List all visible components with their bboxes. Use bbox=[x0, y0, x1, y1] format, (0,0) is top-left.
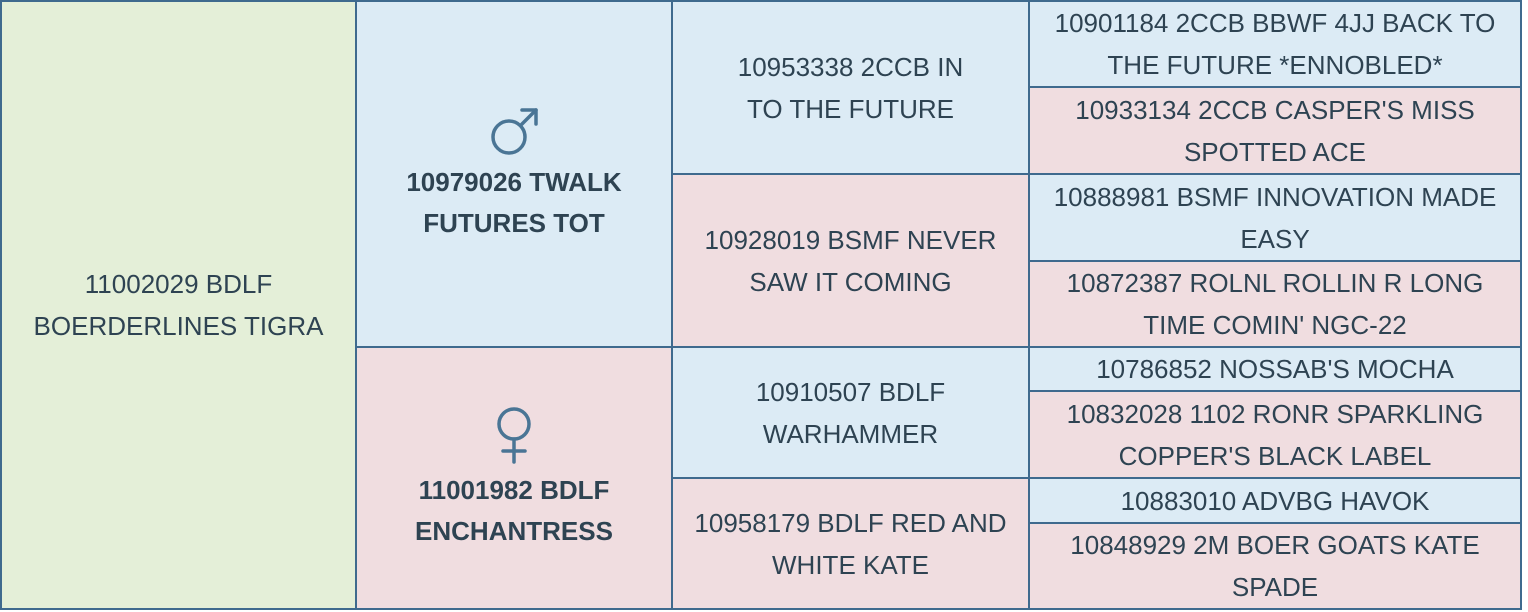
ggp-ds-sire-cell: 10786852 NOSSAB'S MOCHA bbox=[1030, 348, 1520, 392]
ggp-dd-dam-cell: 10848929 2M BOER GOATS KATE SPADE bbox=[1030, 524, 1520, 608]
ggp-sd-dam-name: 10872387 ROLNL ROLLIN R LONG TIME COMIN'… bbox=[1066, 268, 1484, 340]
grandsire-maternal-name: 10910507 BDLF WARHAMMER bbox=[755, 376, 946, 449]
dam-cell: 11001982 BDLF ENCHANTRESS bbox=[357, 348, 673, 608]
male-symbol-icon bbox=[486, 104, 542, 160]
grandsire-paternal-cell: 10953338 2CCB IN TO THE FUTURE bbox=[673, 2, 1030, 175]
granddam-maternal-name: 10958179 BDLF RED AND WHITE KATE bbox=[694, 507, 1007, 580]
grandsire-maternal-cell: 10910507 BDLF WARHAMMER bbox=[673, 348, 1030, 479]
grandsire-paternal-name: 10953338 2CCB IN TO THE FUTURE bbox=[737, 51, 964, 124]
dam-name: 11001982 BDLF ENCHANTRESS bbox=[415, 475, 613, 546]
ggp-sd-sire-cell: 10888981 BSMF INNOVATION MADE EASY bbox=[1030, 175, 1520, 262]
ggp-ds-sire-name: 10786852 NOSSAB'S MOCHA bbox=[1096, 354, 1454, 384]
ggp-ss-dam-name: 10933134 2CCB CASPER'S MISS SPOTTED ACE bbox=[1075, 94, 1475, 167]
ggp-ss-sire-cell: 10901184 2CCB BBWF 4JJ BACK TO THE FUTUR… bbox=[1030, 2, 1520, 88]
ggp-ds-dam-cell: 10832028 1102 RONR SPARKLING COPPER'S BL… bbox=[1030, 392, 1520, 479]
ggp-dd-sire-name: 10883010 ADVBG HAVOK bbox=[1120, 485, 1430, 516]
granddam-maternal-cell: 10958179 BDLF RED AND WHITE KATE bbox=[673, 479, 1030, 608]
ggp-dd-sire-cell: 10883010 ADVBG HAVOK bbox=[1030, 479, 1520, 524]
granddam-paternal-name: 10928019 BSMF NEVER SAW IT COMING bbox=[704, 224, 997, 297]
ggp-ss-dam-cell: 10933134 2CCB CASPER'S MISS SPOTTED ACE bbox=[1030, 88, 1520, 175]
sire-cell: 10979026 TWALK FUTURES TOT bbox=[357, 2, 673, 348]
ggp-ds-dam-name: 10832028 1102 RONR SPARKLING COPPER'S BL… bbox=[1066, 398, 1484, 471]
sire-name: 10979026 TWALK FUTURES TOT bbox=[406, 167, 622, 238]
ggp-dd-dam-name: 10848929 2M BOER GOATS KATE SPADE bbox=[1070, 530, 1480, 602]
female-symbol-icon bbox=[492, 404, 536, 464]
ggp-sd-dam-cell: 10872387 ROLNL ROLLIN R LONG TIME COMIN'… bbox=[1030, 262, 1520, 348]
subject-name: 11002029 BDLF BOERDERLINES TIGRA bbox=[33, 269, 324, 341]
granddam-paternal-cell: 10928019 BSMF NEVER SAW IT COMING bbox=[673, 175, 1030, 348]
subject-cell: 11002029 BDLF BOERDERLINES TIGRA bbox=[2, 2, 357, 608]
ggp-sd-sire-name: 10888981 BSMF INNOVATION MADE EASY bbox=[1053, 181, 1497, 254]
ggp-ss-sire-name: 10901184 2CCB BBWF 4JJ BACK TO THE FUTUR… bbox=[1054, 8, 1496, 80]
